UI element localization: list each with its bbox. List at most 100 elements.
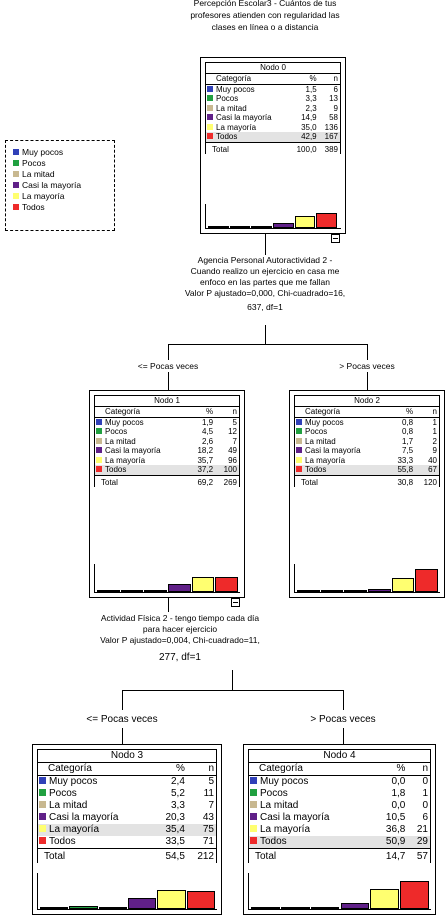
row-pct: 14,9 — [301, 113, 317, 122]
legend-item: Casi la mayoría — [13, 180, 114, 191]
row-category: Pocos — [206, 94, 289, 104]
total-pct: 100,0 — [289, 141, 319, 154]
row-category: La mayoría — [249, 824, 372, 836]
row-category: La mayoría — [206, 123, 289, 133]
row-pct: 0,0 — [391, 800, 406, 811]
node-histogram — [37, 873, 217, 910]
row-n: 1 — [422, 788, 428, 799]
row-category: La mitad — [95, 437, 188, 447]
header-pct: % — [388, 407, 416, 418]
table-row: La mitad 0,0 0 — [249, 800, 430, 812]
histogram-bar — [157, 889, 186, 909]
row-pct: 0,8 — [401, 417, 414, 427]
row-n: 67 — [415, 465, 439, 475]
row-n: 13 — [329, 94, 338, 103]
collapse-node-0-button[interactable] — [331, 234, 340, 243]
histogram-bar — [208, 226, 229, 228]
legend-swatch — [13, 193, 19, 199]
row-category: La mitad — [249, 800, 372, 812]
row-pct: 2,6 — [201, 436, 214, 446]
histogram-bar — [215, 576, 238, 592]
header-category: Categoría — [249, 763, 373, 776]
row-pct: 50,9 — [372, 836, 408, 849]
category-swatch — [207, 114, 213, 120]
row-category: Casi la mayoría — [206, 113, 289, 123]
row-category: Muy pocos — [95, 417, 188, 427]
row-pct: 2,4 — [171, 776, 185, 787]
header-category: Categoría — [206, 74, 290, 85]
row-pct: 1,9 — [201, 417, 214, 427]
row-category: Muy pocos — [206, 84, 289, 94]
edge-split2-left — [122, 690, 123, 710]
node-title: Nodo 0 — [206, 63, 340, 74]
legend-item: La mayoría — [13, 191, 114, 202]
category-swatch — [96, 447, 102, 453]
legend-swatch — [13, 149, 19, 155]
category-swatch — [296, 428, 302, 434]
total-label: Total — [249, 848, 373, 863]
table-header: Categoría%n — [95, 407, 239, 418]
row-n: 40 — [428, 455, 437, 465]
row-n: 21 — [416, 824, 428, 835]
header-n: n — [186, 763, 216, 776]
split1-label: Agencia Personal Autoractividad 2 - Cuan… — [184, 255, 346, 312]
edge-n2-n2box — [367, 372, 368, 390]
row-pct: 35,4 — [153, 824, 187, 836]
category-swatch — [250, 801, 257, 808]
row-n: 2 — [432, 436, 437, 446]
row-category: Casi la mayoría — [95, 446, 188, 456]
category-swatch — [296, 418, 302, 425]
total-pct: 54,5 — [153, 848, 187, 863]
category-swatch — [250, 825, 257, 832]
histogram-bar — [251, 907, 280, 909]
histogram-bar — [168, 584, 191, 592]
row-category: Pocos — [95, 427, 188, 437]
total-n: 389 — [318, 141, 340, 154]
histogram-bar — [273, 222, 294, 228]
row-n: 5 — [208, 776, 214, 787]
category-swatch — [96, 437, 102, 444]
edge-n1-split2 — [168, 598, 169, 612]
category-swatch — [250, 813, 257, 820]
category-swatch — [96, 428, 102, 434]
header-category: Categoría — [95, 407, 189, 418]
row-n: 49 — [228, 446, 237, 455]
total-label: Total — [206, 141, 290, 154]
row-category: Todos — [95, 465, 189, 475]
collapse-node-1-button[interactable] — [231, 598, 240, 607]
row-category: Casi la mayoría — [249, 812, 372, 824]
category-swatch — [296, 447, 302, 453]
row-n: 5 — [232, 417, 237, 427]
legend-swatch — [13, 171, 19, 177]
row-category: Pocos — [38, 788, 154, 800]
split2-label: Actividad Física 2 - tengo tiempo cada d… — [100, 613, 260, 663]
total-pct: 69,2 — [188, 474, 216, 487]
edge-split1-right — [367, 344, 368, 360]
category-swatch — [250, 777, 257, 784]
row-n: 0 — [422, 800, 428, 811]
histogram-bar — [128, 897, 157, 909]
histogram-bar — [97, 590, 120, 592]
category-swatch — [207, 104, 213, 111]
row-category: Todos — [249, 836, 373, 849]
